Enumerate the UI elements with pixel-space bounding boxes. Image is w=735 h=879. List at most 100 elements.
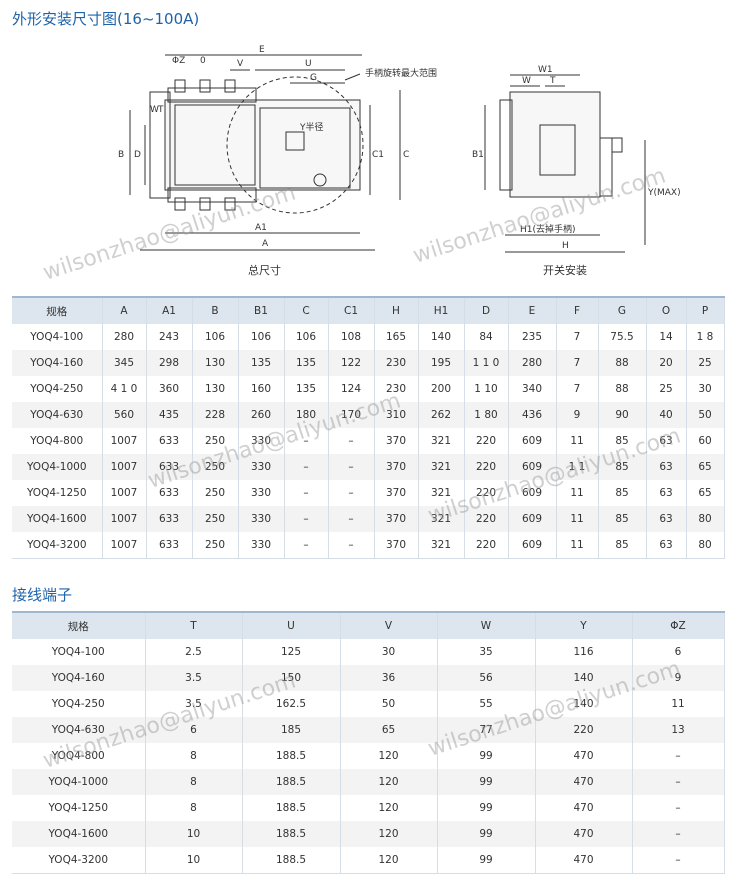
table-cell: 370 (374, 532, 419, 559)
table-cell: 330 (238, 480, 285, 506)
table-cell: 436 (508, 402, 557, 428)
table-cell: 80 (686, 532, 725, 559)
table-cell: 65 (340, 717, 438, 743)
table-cell: 188.5 (242, 847, 341, 874)
table-cell: 55 (437, 691, 536, 717)
table-cell: 330 (238, 454, 285, 480)
table-cell: – (284, 506, 329, 532)
table-cell: 135 (238, 350, 285, 376)
table-cell: 470 (535, 743, 633, 769)
table-cell: 370 (374, 454, 419, 480)
table-cell: 435 (146, 402, 193, 428)
table-cell: 106 (192, 324, 239, 350)
table-cell: 120 (340, 821, 438, 847)
table-cell: 609 (508, 454, 557, 480)
table-cell: YOQ4-3200 (12, 532, 103, 559)
terminals-section-title: 接线端子 (12, 586, 73, 604)
column-header: H1 (418, 296, 465, 324)
table-cell: 30 (686, 376, 725, 402)
table-cell: 370 (374, 480, 419, 506)
table-cell: – (328, 480, 375, 506)
label-c: C (403, 150, 409, 160)
label-g: G (310, 73, 317, 83)
table-cell: 220 (464, 532, 509, 559)
table-cell: 1007 (102, 532, 147, 559)
column-header: P (686, 296, 725, 324)
table-cell: 11 (556, 532, 599, 559)
label-h: H (562, 241, 569, 251)
table-cell: 470 (535, 769, 633, 795)
table-cell: 330 (238, 428, 285, 454)
table-cell: 609 (508, 428, 557, 454)
table-cell: 220 (535, 717, 633, 743)
table-cell: 633 (146, 532, 193, 559)
column-header: A (102, 296, 147, 324)
table-cell: YOQ4-800 (12, 743, 146, 769)
table-cell: 370 (374, 506, 419, 532)
column-header: C1 (328, 296, 375, 324)
table-cell: 85 (598, 532, 647, 559)
table-cell: 370 (374, 428, 419, 454)
table-cell: 9 (632, 665, 725, 691)
table-cell: 50 (686, 402, 725, 428)
table-cell: 188.5 (242, 769, 341, 795)
table-cell: – (328, 506, 375, 532)
table-cell: 140 (535, 691, 633, 717)
table-cell: 4 1 0 (102, 376, 147, 402)
table-cell: 36 (340, 665, 438, 691)
column-header: T (145, 611, 243, 639)
table-cell: 170 (328, 402, 375, 428)
label-b: B (118, 150, 124, 160)
table-cell: 1007 (102, 506, 147, 532)
table-cell: 310 (374, 402, 419, 428)
table-cell: YOQ4-250 (12, 376, 103, 402)
table-cell: 25 (686, 350, 725, 376)
label-w1: W1 (538, 65, 553, 75)
table-cell: 135 (284, 350, 329, 376)
table-cell: YOQ4-1000 (12, 769, 146, 795)
table-cell: 40 (646, 402, 687, 428)
table-cell: 360 (146, 376, 193, 402)
table-cell: 75.5 (598, 324, 647, 350)
caption-switch-mounting: 开关安装 (543, 264, 587, 277)
table-cell: 85 (598, 428, 647, 454)
table-cell: 7 (556, 376, 599, 402)
table-cell: 250 (192, 532, 239, 559)
label-b1: B1 (472, 150, 484, 160)
table-cell: 120 (340, 769, 438, 795)
table-cell: 3.5 (145, 691, 243, 717)
table-cell: 25 (646, 376, 687, 402)
table-cell: 321 (418, 454, 465, 480)
table-cell: – (284, 532, 329, 559)
table-cell: 200 (418, 376, 465, 402)
table-cell: – (284, 480, 329, 506)
column-header: ΦZ (632, 611, 725, 639)
table-cell: 11 (556, 428, 599, 454)
table-cell: 99 (437, 743, 536, 769)
column-header: E (508, 296, 557, 324)
table-cell: 20 (646, 350, 687, 376)
column-header: B (192, 296, 239, 324)
label-y-radius: Y半径 (299, 121, 324, 133)
label-h1: H1(去掉手柄) (520, 223, 576, 235)
table-cell: 11 (556, 480, 599, 506)
table-cell: 230 (374, 376, 419, 402)
table-cell: 77 (437, 717, 536, 743)
table-cell: 7 (556, 350, 599, 376)
table-cell: 560 (102, 402, 147, 428)
table-cell: 85 (598, 454, 647, 480)
table-cell: 9 (556, 402, 599, 428)
label-ymax: Y(MAX) (647, 188, 681, 198)
column-header: Y (535, 611, 633, 639)
label-o: 0 (200, 56, 206, 66)
table-cell: 633 (146, 506, 193, 532)
table-cell: 250 (192, 454, 239, 480)
